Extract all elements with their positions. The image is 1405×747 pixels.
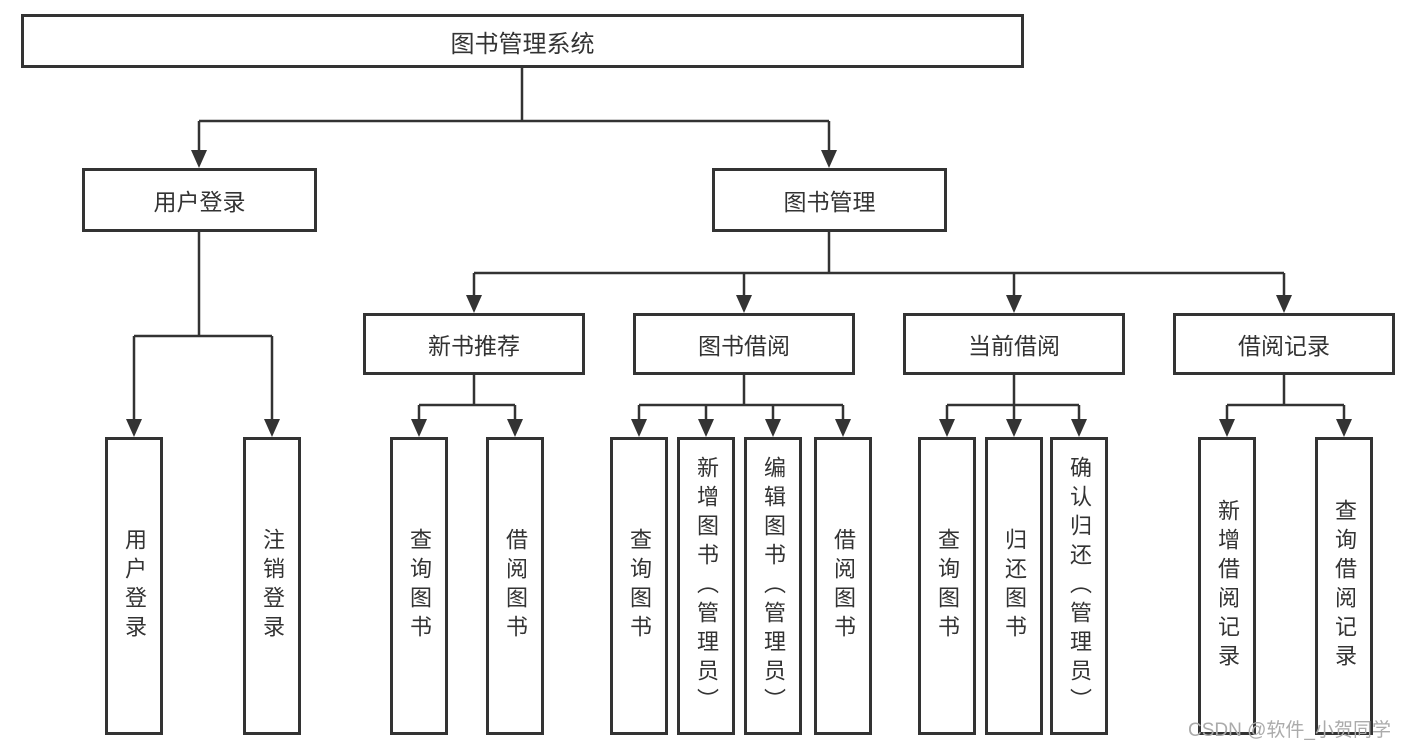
leaf-label: 确认归还（管理员） [1067, 455, 1092, 717]
leaf-edit-books-admin: 编辑图书（管理员） [744, 437, 802, 735]
leaf-confirm-return-admin: 确认归还（管理员） [1050, 437, 1108, 735]
node-label: 当前借阅 [968, 333, 1060, 359]
leaf-label: 查询借阅记录 [1332, 499, 1357, 673]
leaf-query-borrow-record: 查询借阅记录 [1315, 437, 1373, 735]
leaf-label: 新增借阅记录 [1215, 499, 1240, 673]
leaf-query-books-borrow: 查询图书 [610, 437, 668, 735]
node-label: 图书管理系统 [450, 30, 595, 58]
node-book-management: 图书管理 [712, 168, 947, 232]
leaf-add-books-admin: 新增图书（管理员） [677, 437, 735, 735]
node-borrow-records: 借阅记录 [1173, 313, 1395, 375]
leaf-label: 查询图书 [935, 528, 960, 644]
node-label: 用户登录 [153, 189, 246, 215]
leaf-query-books-recommend: 查询图书 [390, 437, 448, 735]
leaf-user-login: 用户登录 [105, 437, 163, 735]
leaf-query-books-current: 查询图书 [918, 437, 976, 735]
leaf-add-borrow-record: 新增借阅记录 [1198, 437, 1256, 735]
node-library-system: 图书管理系统 [21, 14, 1024, 68]
leaf-borrow-books-recommend: 借阅图书 [486, 437, 544, 735]
leaf-label: 注销登录 [260, 528, 285, 644]
leaf-borrow-books: 借阅图书 [814, 437, 872, 735]
node-label: 新书推荐 [428, 333, 520, 359]
leaf-label: 用户登录 [122, 528, 147, 644]
leaf-label: 查询图书 [627, 528, 652, 644]
leaf-logout: 注销登录 [243, 437, 301, 735]
node-label: 借阅记录 [1238, 333, 1330, 359]
node-current-borrow: 当前借阅 [903, 313, 1125, 375]
leaf-label: 新增图书（管理员） [694, 455, 719, 717]
leaf-label: 归还图书 [1002, 528, 1027, 644]
leaf-label: 借阅图书 [503, 528, 528, 644]
node-user-login: 用户登录 [82, 168, 317, 232]
node-new-book-recommend: 新书推荐 [363, 313, 585, 375]
leaf-return-books: 归还图书 [985, 437, 1043, 735]
csdn-watermark: CSDN @软件_小贺同学 [1188, 720, 1391, 741]
leaf-label: 查询图书 [407, 528, 432, 644]
leaf-label: 借阅图书 [831, 528, 856, 644]
leaf-label: 编辑图书（管理员） [761, 455, 786, 717]
node-label: 图书管理 [783, 189, 876, 215]
node-label: 图书借阅 [698, 333, 790, 359]
node-book-borrow: 图书借阅 [633, 313, 855, 375]
